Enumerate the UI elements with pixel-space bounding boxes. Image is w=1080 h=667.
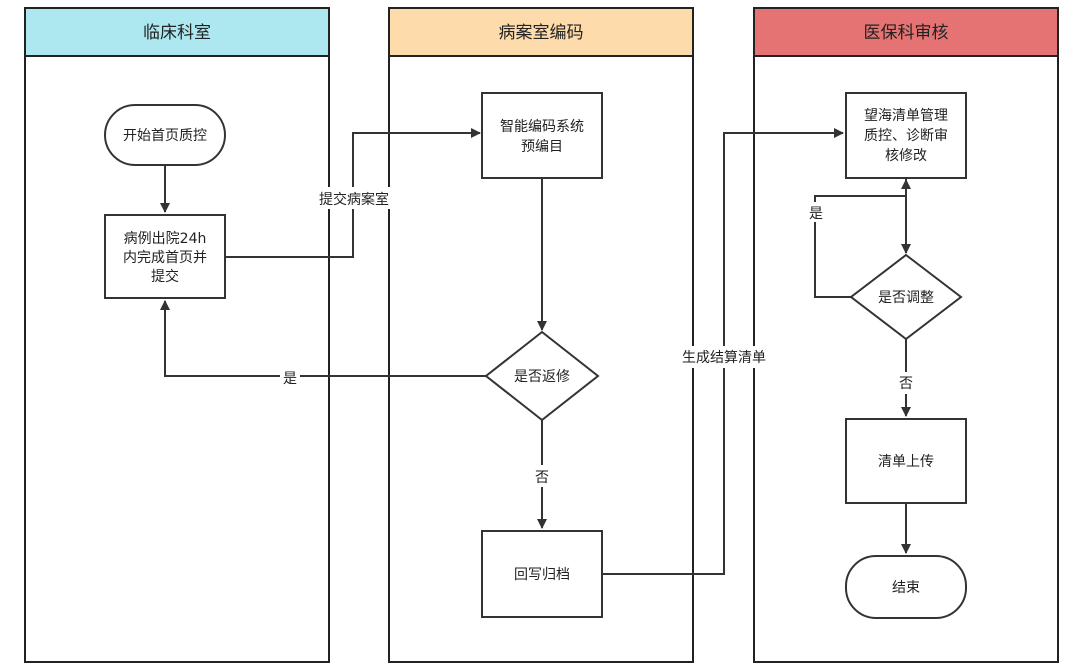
edge-label-return-yes: 是 (283, 371, 297, 387)
svg-text:开始首页质控: 开始首页质控 (123, 128, 207, 144)
node-start-qc: 开始首页质控 (104, 104, 226, 166)
node-end: 结束 (845, 555, 967, 619)
node-archive: 回写归档 (481, 530, 603, 618)
node-submit-24h: 病例出院24h 内完成首页并 提交 (104, 214, 226, 299)
edge-adjust-yes (814, 179, 911, 298)
svg-text:是否返修: 是否返修 (514, 369, 570, 385)
edge-label-adjust-yes: 是 (809, 206, 823, 222)
lane-clinical-title: 临床科室 (143, 23, 211, 43)
svg-text:核修改: 核修改 (885, 148, 927, 164)
node-return-decision: 是否返修 (484, 330, 600, 422)
svg-text:病例出院24h: 病例出院24h (124, 231, 207, 247)
svg-text:是否调整: 是否调整 (878, 290, 934, 306)
edge-label-adjust-no: 否 (899, 376, 913, 392)
lane-insurance-title: 医保科审核 (864, 23, 949, 43)
edge-label-submit-to-records: 提交病案室 (319, 191, 389, 208)
svg-text:结束: 结束 (892, 580, 920, 596)
node-adjust-decision: 是否调整 (849, 253, 963, 341)
svg-text:提交: 提交 (151, 268, 179, 285)
svg-text:内完成首页并: 内完成首页并 (123, 250, 207, 266)
svg-text:预编目: 预编目 (521, 139, 563, 155)
node-upload: 清单上传 (845, 418, 967, 504)
svg-text:回写归档: 回写归档 (514, 566, 570, 583)
edge-label-return-no: 否 (535, 470, 549, 486)
lane-clinical-header (24, 7, 330, 57)
svg-text:清单上传: 清单上传 (878, 454, 934, 470)
node-review: 望海清单管理 质控、诊断审 核修改 (845, 92, 967, 179)
edge-label-gen-settlement: 生成结算清单 (682, 350, 766, 366)
svg-text:智能编码系统: 智能编码系统 (500, 119, 584, 135)
lane-records-title: 病案室编码 (499, 23, 584, 43)
lane-records-header (388, 7, 694, 57)
svg-text:质控、诊断审: 质控、诊断审 (864, 128, 948, 144)
svg-text:望海清单管理: 望海清单管理 (864, 108, 948, 124)
edge-return-yes (160, 300, 486, 377)
node-auto-coding: 智能编码系统 预编目 (481, 92, 603, 179)
